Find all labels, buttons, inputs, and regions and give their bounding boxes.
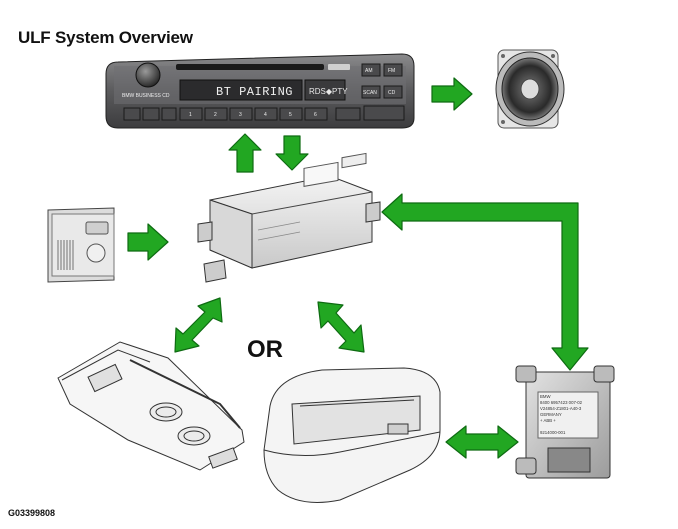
cd-label: CD (388, 90, 396, 96)
preset-buttons: 1 2 3 4 5 6 (179, 107, 328, 121)
overhead-console-icon (47, 207, 115, 283)
volume-knob[interactable] (135, 62, 161, 88)
antenna-label-line: 8400 6957423 007-02 (540, 400, 583, 405)
eject-button[interactable] (328, 64, 350, 70)
cd-slot (176, 64, 324, 70)
am-button[interactable] (361, 63, 381, 77)
arrow-radio-to-module (275, 135, 309, 171)
antenna-label-line: V24854-Z1801-A40-3 (540, 406, 582, 411)
antenna-label-line: BMW (540, 394, 551, 399)
preset-button[interactable] (254, 107, 278, 121)
armrest-icon (263, 367, 441, 503)
ulf-module-icon (197, 152, 381, 283)
preset-button[interactable] (304, 107, 328, 121)
antenna-label-line: GERMANY (540, 412, 562, 417)
page-title: ULF System Overview (18, 28, 193, 47)
tune-rocker[interactable] (363, 105, 405, 121)
figure-id: G03399808 (8, 508, 56, 518)
arrow-module-to-radio (228, 133, 262, 173)
radio-small-button[interactable] (335, 107, 361, 121)
preset-label: 6 (314, 112, 317, 118)
radio-display-text: BT PAIRING (216, 85, 293, 99)
radio-display (179, 79, 303, 101)
radio-brand-label: BMW BUSINESS CD (122, 93, 170, 99)
radio-unit: BMW BUSINESS CD BT PAIRING RDS◆PTY 1 2 3… (105, 53, 415, 129)
radio-small-button[interactable] (142, 107, 160, 121)
fm-button[interactable] (383, 63, 403, 77)
scan-label: SCAN (363, 90, 377, 96)
speaker-icon (495, 49, 565, 129)
radio-small-button[interactable] (123, 107, 141, 121)
antenna-module-icon: BMW 8400 6957423 007-02 V24854-Z1801-A40… (515, 365, 615, 479)
rds-pty-label: RDS◆PTY (309, 87, 348, 96)
arrow-console-to-module (127, 223, 169, 261)
preset-label: 2 (214, 112, 217, 118)
arrow-module-armrest (317, 301, 365, 353)
arrow-module-center-console (174, 297, 223, 353)
arrow-armrest-antenna (445, 425, 519, 459)
am-label: AM (365, 68, 373, 74)
radio-right-buttons: AM FM SCAN CD (361, 63, 403, 99)
preset-button[interactable] (279, 107, 303, 121)
preset-label: 3 (239, 112, 242, 118)
preset-label: 1 (189, 112, 192, 118)
radio-small-button[interactable] (161, 107, 177, 121)
arrow-radio-to-speaker (431, 77, 473, 111)
scan-button[interactable] (361, 85, 381, 99)
antenna-label-line: 9214000-001 (540, 430, 566, 435)
cd-button[interactable] (383, 85, 403, 99)
preset-label: 4 (264, 112, 267, 118)
preset-label: 5 (289, 112, 292, 118)
fm-label: FM (388, 68, 395, 74)
antenna-label-line: + ABB + (540, 418, 556, 423)
preset-button[interactable] (204, 107, 228, 121)
antenna-label-plate (537, 391, 599, 439)
arrow-antenna-to-module (381, 193, 589, 371)
or-label: OR (247, 336, 283, 363)
preset-button[interactable] (179, 107, 203, 121)
preset-button[interactable] (229, 107, 253, 121)
center-console-icon (57, 341, 245, 471)
